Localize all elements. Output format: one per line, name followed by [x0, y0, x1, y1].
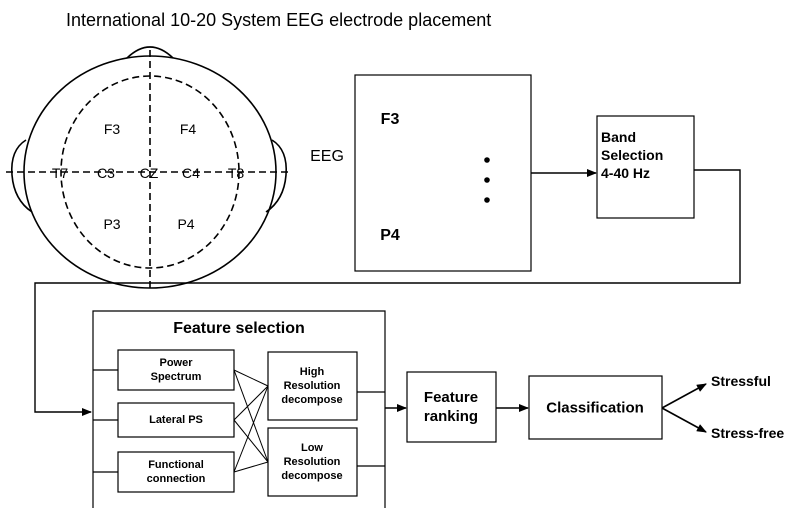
- connector-band-to-features: [34, 169, 741, 416]
- electrode-label: P3: [103, 216, 121, 232]
- decomposition-output-ticks: [357, 391, 385, 467]
- right-ear: [265, 139, 288, 213]
- method-to-decomposition-links: [233, 369, 269, 473]
- arrow-to-stressful: [661, 383, 707, 409]
- low-resolution-label: Low Resolution decompose: [281, 441, 343, 483]
- output-stress-free: Stress-free: [711, 425, 785, 441]
- high-resolution-label: High Resolution decompose: [281, 365, 343, 407]
- electrode-label: T8: [227, 165, 245, 181]
- electrode-label: T7: [51, 165, 69, 181]
- band-box: [596, 115, 695, 219]
- electrode-label: P4: [177, 216, 195, 232]
- feature-selection-title: Feature selection: [173, 320, 305, 337]
- feature-ranking-box: [406, 371, 497, 443]
- power-spectrum-label: Power Spectrum: [150, 356, 202, 383]
- classification-box: [528, 375, 663, 440]
- electrode-label: C4: [182, 165, 200, 181]
- arrow-to-stress-free: [661, 407, 707, 433]
- head-diagram: [6, 46, 292, 290]
- feature-ranking-label: Feature ranking: [423, 388, 479, 425]
- electrode-label: F3: [103, 121, 121, 137]
- low-resolution-box: [267, 427, 358, 497]
- electrode-label: F4: [179, 121, 197, 137]
- output-stressful: Stressful: [711, 373, 771, 389]
- channel-label-bottom: P4: [380, 227, 400, 244]
- eeg-label: EEG: [310, 148, 344, 165]
- lateral-ps-label: Lateral PS: [149, 413, 203, 426]
- feature-selection-box: [92, 310, 386, 508]
- ellipsis-dot: [484, 157, 490, 163]
- signal-box: [354, 74, 532, 272]
- electrode-label: C3: [97, 165, 115, 181]
- diagram-title: International 10-20 System EEG electrode…: [66, 10, 492, 30]
- left-ear: [10, 139, 33, 213]
- electrode-label: CZ: [139, 165, 159, 181]
- ellipsis-dot: [484, 177, 490, 183]
- channel-label-top: F3: [380, 111, 400, 128]
- method-input-ticks: [93, 369, 118, 473]
- band-selection-label: Band Selection 4-40 Hz: [601, 129, 664, 181]
- functional-connection-label: Functional connection: [146, 458, 206, 485]
- nose: [126, 46, 174, 59]
- classification-label: Classification: [546, 399, 644, 417]
- ellipsis-dot: [484, 197, 490, 203]
